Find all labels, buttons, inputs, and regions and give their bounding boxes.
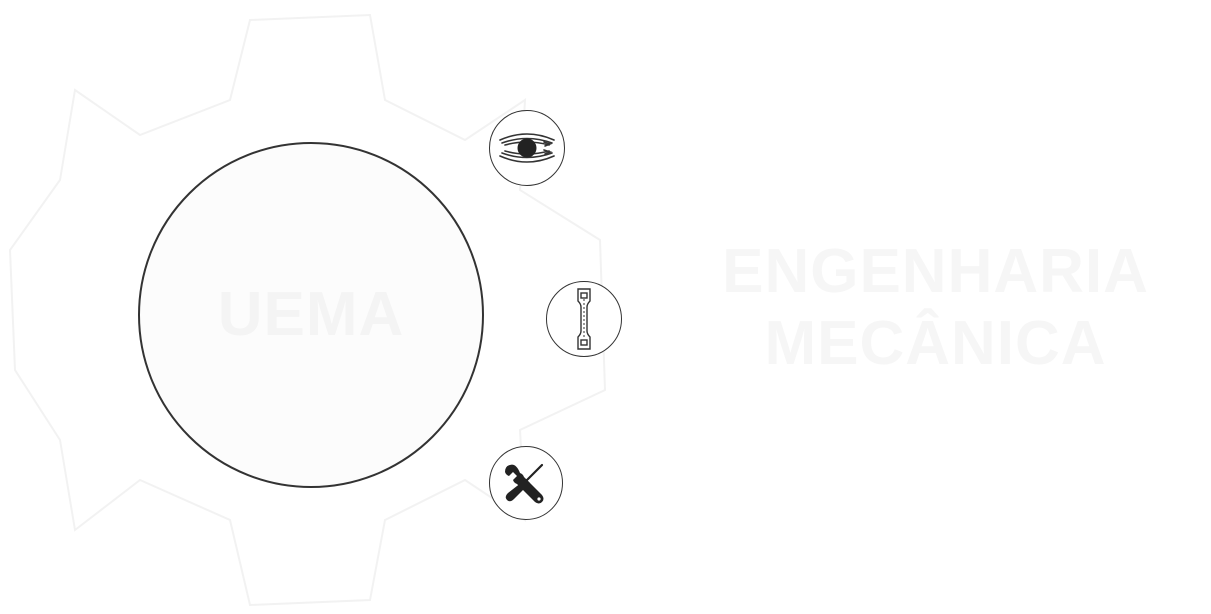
tensile-specimen-icon	[577, 288, 591, 350]
wrench-screwdriver-icon	[505, 463, 544, 504]
eye-icon	[499, 133, 555, 163]
logo-watermark-text: UEMA	[217, 280, 405, 349]
vision-button[interactable]	[489, 110, 565, 186]
tools-button[interactable]	[489, 446, 563, 520]
title-line-1: ENGENHARIA	[722, 237, 1149, 306]
course-title: ENGENHARIA MECÂNICA	[660, 236, 1211, 380]
logo-circle: UEMA	[138, 142, 484, 488]
tensile-test-button[interactable]	[546, 281, 622, 357]
title-line-2: MECÂNICA	[764, 309, 1107, 378]
